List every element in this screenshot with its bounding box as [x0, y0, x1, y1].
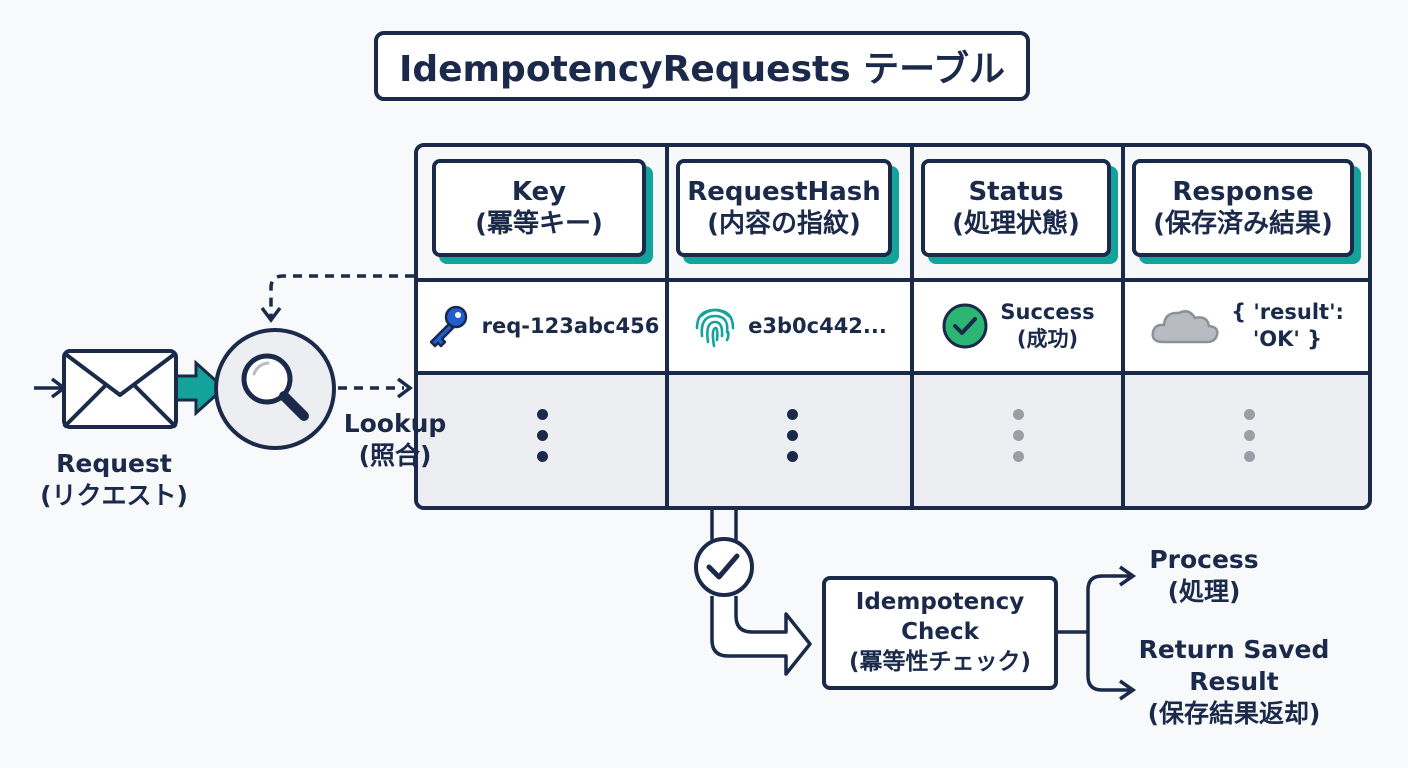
column-name: Status — [968, 176, 1064, 207]
pipe-arrow — [710, 510, 812, 676]
row-divider — [418, 371, 1368, 375]
return-label-line1: Return Saved — [1138, 635, 1330, 664]
column-name: Key — [511, 176, 567, 207]
row-divider — [418, 278, 1368, 282]
col-divider — [665, 147, 669, 506]
lookup-label-jp: (照合) — [358, 441, 432, 470]
cloud-icon — [1151, 310, 1219, 344]
cell-status: Success (成功) — [914, 281, 1121, 371]
hash-value: e3b0c442... — [748, 314, 887, 338]
column-subtitle: (冪等キー) — [475, 209, 603, 239]
return-label-line2: Result — [1189, 667, 1279, 696]
column-subtitle: (処理状態) — [952, 209, 1080, 239]
response-value: { 'result': — [1231, 299, 1344, 324]
page-title: IdempotencyRequests テーブル — [374, 31, 1030, 101]
more-rows-indicator — [537, 409, 548, 462]
column-subtitle: (内容の指紋) — [707, 209, 861, 239]
more-rows-indicator — [1013, 409, 1024, 462]
return-saved-label: Return Saved Result (保存結果返却) — [1128, 634, 1340, 730]
column-header-requesthash: RequestHash (内容の指紋) — [676, 159, 892, 257]
process-label: Process (処理) — [1134, 544, 1274, 608]
column-name: RequestHash — [687, 176, 881, 207]
response-value-cont: 'OK' } — [1252, 327, 1323, 351]
column-header-key: Key (冪等キー) — [432, 159, 646, 257]
column-header-response: Response (保存済み結果) — [1132, 159, 1354, 257]
check-circle-icon — [694, 537, 754, 597]
check-label-jp: (冪等性チェック) — [848, 648, 1032, 675]
more-rows-indicator — [1244, 409, 1255, 462]
table-more-row — [418, 374, 1368, 506]
fingerprint-icon — [695, 308, 735, 348]
cell-hash: e3b0c442... — [669, 281, 910, 371]
check-label-line1: Idempotency — [855, 589, 1025, 616]
column-subtitle: (保存済み結果) — [1153, 209, 1333, 239]
process-label-jp: (処理) — [1167, 577, 1241, 606]
key-value: req-123abc456 — [481, 314, 660, 338]
process-label-en: Process — [1149, 545, 1259, 574]
request-label-jp: (リクエスト) — [40, 481, 188, 510]
cell-response: { 'result': 'OK' } — [1125, 281, 1368, 371]
more-rows-indicator — [787, 409, 798, 462]
column-name: Response — [1172, 176, 1314, 207]
magnifier-icon — [214, 328, 336, 450]
lookup-label-en: Lookup — [343, 409, 447, 438]
dashed-return-arrow — [269, 274, 414, 318]
branch-connector — [1058, 574, 1130, 692]
return-label-jp: (保存結果返却) — [1147, 699, 1321, 728]
request-label-en: Request — [56, 449, 172, 478]
key-icon — [429, 305, 467, 348]
check-circle-icon — [942, 303, 988, 349]
col-divider — [910, 147, 914, 506]
idempotency-table: Key (冪等キー) RequestHash (内容の指紋) Status (処… — [414, 143, 1372, 510]
check-label-line2: Check — [901, 619, 979, 646]
cell-key: req-123abc456 — [418, 281, 665, 371]
lookup-label: Lookup (照合) — [336, 408, 454, 472]
teal-arrow — [174, 359, 227, 417]
status-value-jp: (成功) — [1016, 327, 1079, 351]
col-divider — [1121, 147, 1125, 506]
status-value: Success — [1000, 299, 1095, 324]
envelope-icon — [62, 349, 178, 429]
column-header-status: Status (処理状態) — [921, 159, 1111, 257]
idempotency-check-box: Idempotency Check (冪等性チェック) — [822, 576, 1058, 690]
request-label: Request (リクエスト) — [24, 448, 204, 512]
